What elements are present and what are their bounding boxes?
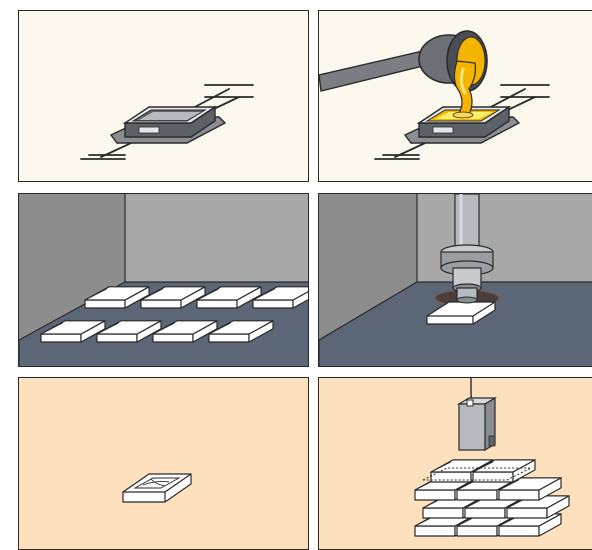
- panel-step-1-empty-mold: [18, 10, 309, 182]
- ladle-pouring-molten-metal-icon: [319, 11, 592, 182]
- panel-step-5-stamped-ingot: [18, 377, 309, 550]
- empty-mold-on-rails-icon: [19, 11, 309, 182]
- panel-step-2-pouring: [318, 10, 592, 182]
- panel-step-6-inspection: [318, 377, 592, 550]
- hydraulic-press-stamping-ingot-icon: [319, 194, 592, 367]
- stamped-ingot-icon: [19, 378, 309, 550]
- cast-ingots-on-floor-icon: [19, 194, 309, 367]
- panel-step-3-cast-ingots: [18, 193, 309, 367]
- scanner-over-stacked-ingots-icon: [319, 378, 592, 550]
- panel-step-4-press: [318, 193, 592, 367]
